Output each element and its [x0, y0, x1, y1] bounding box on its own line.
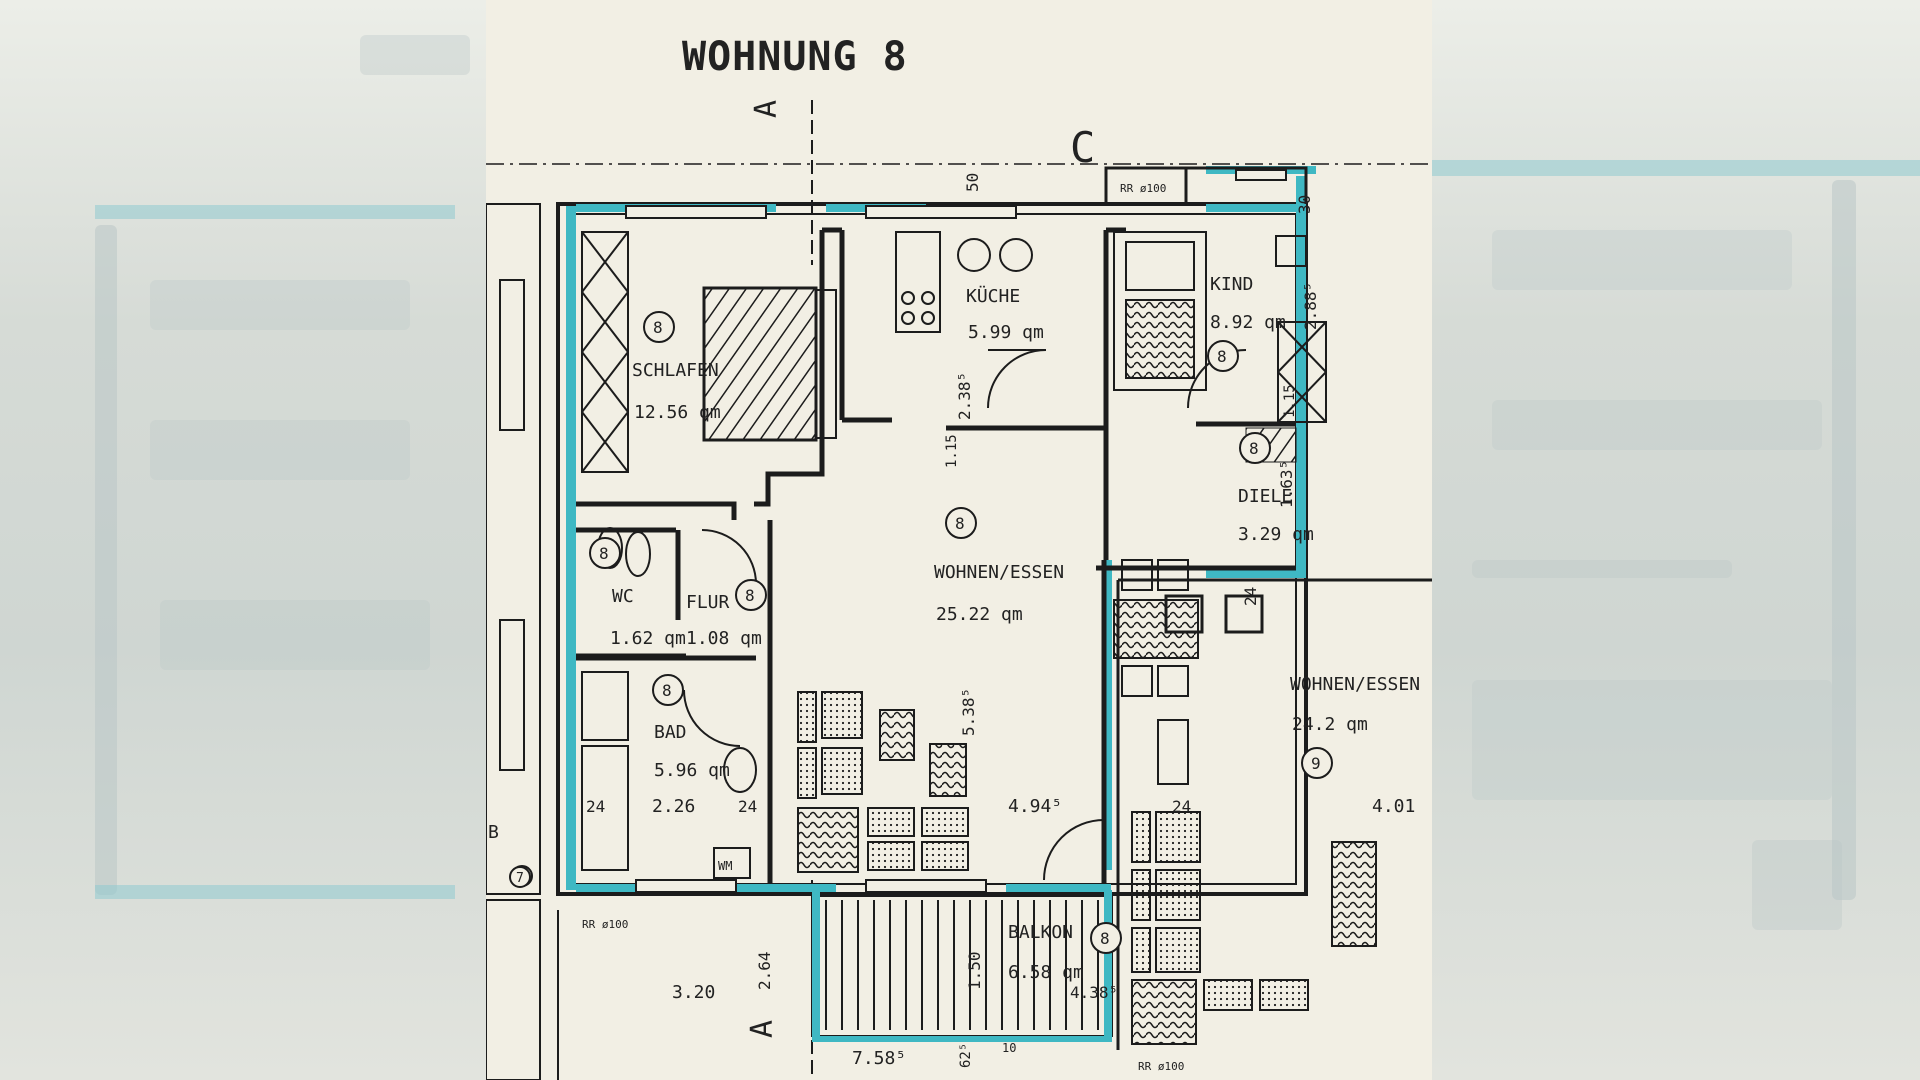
dim-24b: 24: [738, 797, 757, 816]
dim-226: 2.26: [652, 796, 695, 817]
room-unit-schlafen: 8: [653, 318, 663, 337]
section-mark-a-top: A: [749, 100, 784, 118]
left-neighbour: [486, 203, 559, 1080]
unit-number-left: 7: [516, 871, 524, 886]
room-unit-balkon: 8: [1100, 929, 1110, 948]
section-mark-a-bottom: A: [745, 1020, 780, 1038]
dim-24c: 24: [1172, 797, 1191, 816]
room-name-wc: WC: [612, 586, 634, 607]
dim-30: 30: [1295, 195, 1314, 214]
dim-163: 1.63⁵: [1277, 460, 1296, 508]
wardrobe-schlafen: [581, 231, 629, 473]
room-name-balkon: BALKON: [1008, 922, 1073, 943]
room-name-wohnen9: WOHNEN/ESSEN: [1290, 674, 1420, 695]
room-name-bad: BAD: [654, 722, 687, 743]
blurred-background-left: [0, 0, 486, 1080]
room-unit-flur: 8: [745, 586, 755, 605]
unit-number-circles: [509, 311, 1333, 954]
room-unit-bad: 8: [662, 681, 672, 700]
room-name-wohnen: WOHNEN/ESSEN: [934, 562, 1064, 583]
dim-401: 4.01: [1372, 796, 1415, 817]
interior-walls: [576, 227, 1296, 884]
bed-schlafen: [702, 286, 818, 442]
dim-24d: 24: [1241, 587, 1260, 606]
room-name-kind: KIND: [1210, 274, 1253, 295]
dim-24a: 24: [586, 797, 605, 816]
dim-50: 50: [963, 173, 982, 192]
section-mark-c: C: [1070, 123, 1095, 172]
balkon-accent: [812, 1036, 1112, 1042]
dim-rr100-a: RR ø100: [582, 918, 628, 931]
room-unit-wc: 8: [599, 544, 609, 563]
dim-115b: 1.15: [1282, 384, 1298, 418]
plan-title: WOHNUNG 8: [682, 34, 908, 80]
room-area-balkon: 6.58 qm: [1008, 962, 1084, 983]
room-unit-diele: 8: [1249, 439, 1259, 458]
dim-left-unit: B: [488, 822, 499, 843]
room-name-flur: FLUR: [686, 592, 730, 613]
unit-9-furniture: [1131, 811, 1377, 1045]
dim-rr100-c: RR ø100: [1138, 1060, 1184, 1073]
dim-438: 4.38⁵: [1070, 983, 1118, 1002]
windows: [625, 169, 1287, 893]
dim-238: 2.38⁵: [955, 372, 974, 420]
room-area-bad: 5.96 qm: [654, 760, 730, 781]
room-area-kueche: 5.99 qm: [968, 322, 1044, 343]
room-unit-wohnen9: 9: [1311, 754, 1321, 773]
room-area-kind: 8.92 qm: [1210, 312, 1286, 333]
dim-320: 3.20: [672, 982, 715, 1003]
dim-150: 1.50: [965, 951, 984, 990]
room-unit-kind: 8: [1217, 347, 1227, 366]
bathroom-fixtures: [581, 527, 757, 879]
kind-notch-wall: [1104, 166, 1308, 204]
dim-62: 62⁵: [958, 1043, 974, 1068]
washing-machine-label: WM: [718, 859, 732, 873]
room-unit-wohnen: 8: [955, 514, 965, 533]
room-area-wc: 1.62 qm: [610, 628, 686, 649]
room-name-schlafen: SCHLAFEN: [632, 360, 719, 381]
kitchen-fixtures: [895, 231, 1047, 409]
living-furniture: [797, 559, 1199, 881]
floor-plan: WOHNUNG 8 A A C SCHLAFEN 12.56 qm 8 KÜCH…: [486, 0, 1432, 1080]
dim-494: 4.94⁵: [1008, 796, 1062, 817]
room-name-diele: DIELE: [1238, 486, 1292, 507]
dim-264: 2.64: [755, 951, 774, 990]
dim-758: 7.58⁵: [852, 1048, 906, 1069]
kind-furniture: [1113, 231, 1327, 423]
dim-10: 10: [1002, 1041, 1016, 1055]
room-area-wohnen: 25.22 qm: [936, 604, 1023, 625]
room-area-flur: 1.08 qm: [686, 628, 762, 649]
room-area-diele: 3.29 qm: [1238, 524, 1314, 545]
blurred-background-right: [1432, 0, 1920, 1080]
room-area-schlafen: 12.56 qm: [634, 402, 721, 423]
dim-rr100-b: RR ø100: [1120, 182, 1166, 195]
unit-9-walls: [1116, 578, 1432, 1050]
room-area-wohnen9: 24.2 qm: [1292, 714, 1368, 735]
dim-288: 2.88⁵: [1301, 282, 1320, 330]
dim-115: 1.15: [944, 434, 960, 468]
room-name-kueche: KÜCHE: [966, 285, 1020, 307]
dim-538: 5.38⁵: [959, 688, 978, 736]
